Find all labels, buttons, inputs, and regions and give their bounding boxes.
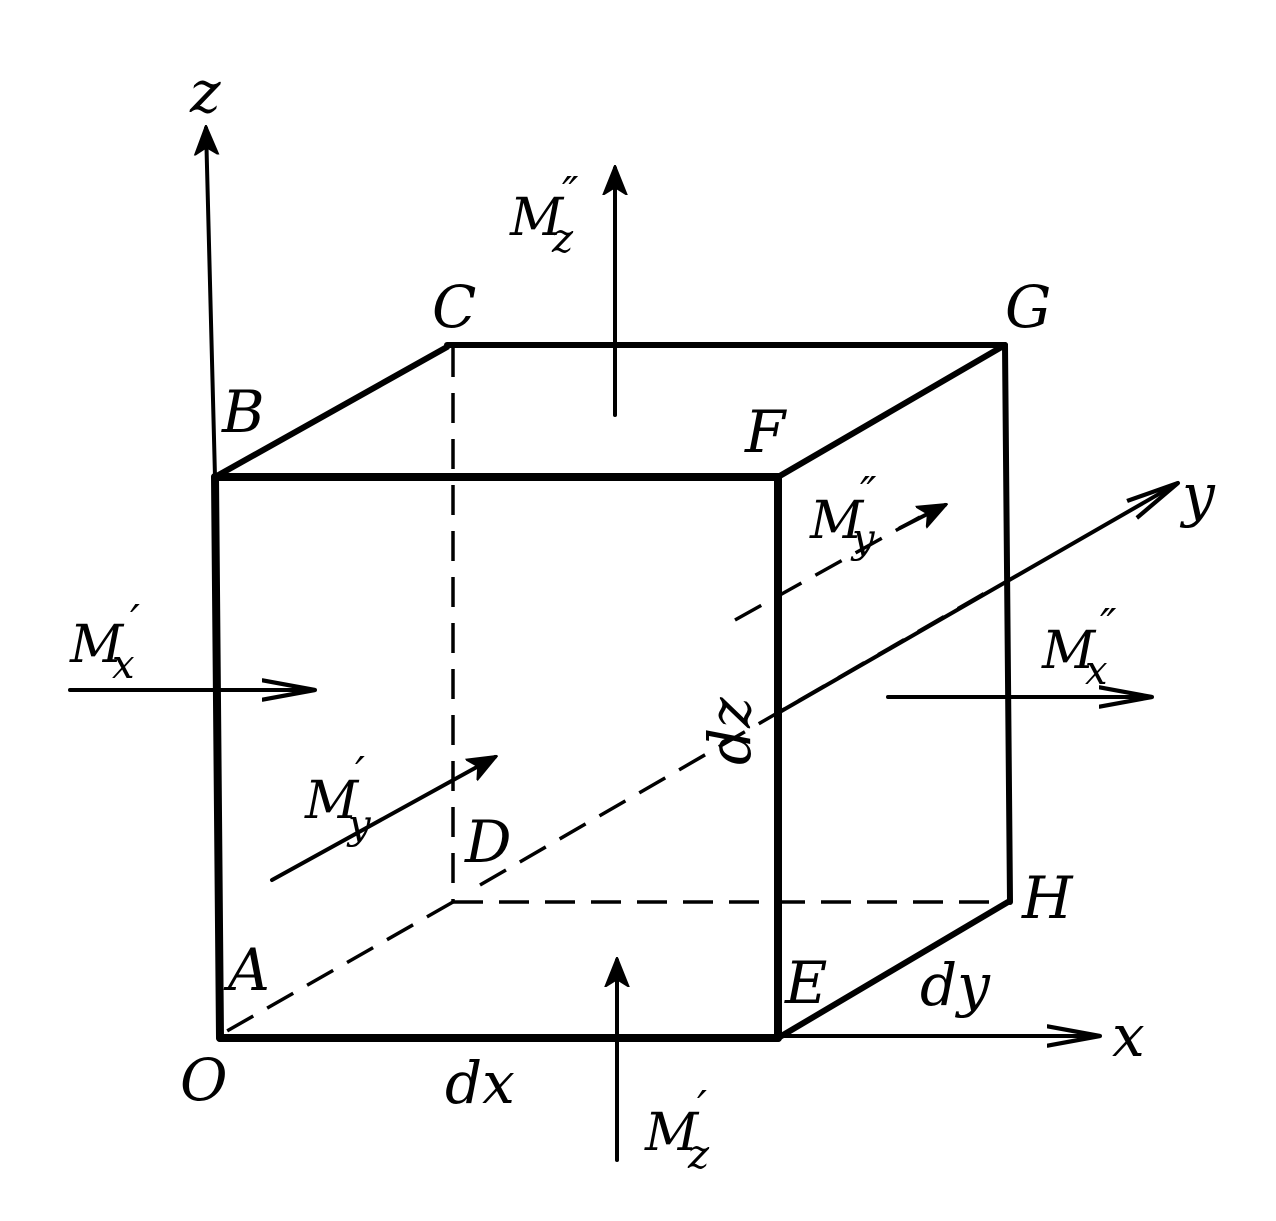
svg-text:z: z — [551, 216, 574, 262]
svg-text:″: ″ — [860, 468, 877, 519]
edge-ab — [211, 473, 224, 1042]
vertex-b-label: B — [221, 378, 265, 446]
label-mx2: M x ″ — [1041, 600, 1117, 694]
label-my2: M y ″ — [809, 468, 877, 562]
dim-dx-label: dx — [445, 1049, 515, 1117]
vertex-e-label: E — [784, 949, 827, 1017]
vertex-d-label: D — [464, 808, 512, 876]
edge-bc — [212, 344, 450, 480]
z-axis — [206, 128, 215, 479]
svg-text:″: ″ — [1100, 600, 1117, 651]
label-mz1: M z ′ — [644, 1082, 710, 1178]
svg-text:M: M — [304, 771, 360, 831]
vertex-h-label: H — [1021, 864, 1074, 932]
edge-gh — [1002, 342, 1013, 905]
arrow-my1 — [270, 757, 495, 882]
svg-text:′: ′ — [697, 1082, 707, 1133]
arrow-my2-shaft — [734, 515, 921, 622]
svg-text:z: z — [687, 1132, 710, 1178]
label-mx1: M x ′ — [69, 596, 140, 688]
dim-dz-label: dz — [696, 697, 764, 765]
svg-text:y: y — [850, 516, 876, 562]
vertex-c-label: C — [432, 273, 476, 341]
svg-text:x: x — [112, 642, 135, 688]
svg-text:M: M — [69, 615, 125, 675]
edge-eh — [775, 899, 1011, 1041]
svg-text:″: ″ — [562, 168, 579, 219]
axis-y-label: y — [1179, 461, 1216, 529]
svg-text:′: ′ — [355, 748, 365, 799]
y-axis — [776, 481, 1180, 715]
axis-z-label: z — [189, 58, 221, 126]
vertex-a-label: A — [223, 936, 270, 1004]
svg-text:M: M — [644, 1103, 700, 1163]
vertex-o-label: O — [180, 1046, 228, 1114]
vertex-g-label: G — [1005, 273, 1051, 341]
label-mz2: M z ″ — [509, 168, 579, 262]
label-my1: M y ′ — [304, 748, 372, 848]
svg-text:M: M — [509, 188, 565, 248]
hidden-y-axis-segment — [479, 588, 991, 887]
svg-text:x: x — [1085, 648, 1108, 694]
arrow-my2-head — [898, 505, 945, 528]
axis-x-label: x — [1112, 1002, 1145, 1070]
edge-fg — [775, 342, 1008, 480]
svg-text:M: M — [809, 491, 865, 551]
dim-dy-label: dy — [920, 951, 991, 1019]
svg-text:y: y — [346, 802, 372, 848]
svg-text:M: M — [1041, 621, 1097, 681]
svg-text:′: ′ — [130, 596, 140, 647]
vertex-f-label: F — [744, 398, 787, 466]
